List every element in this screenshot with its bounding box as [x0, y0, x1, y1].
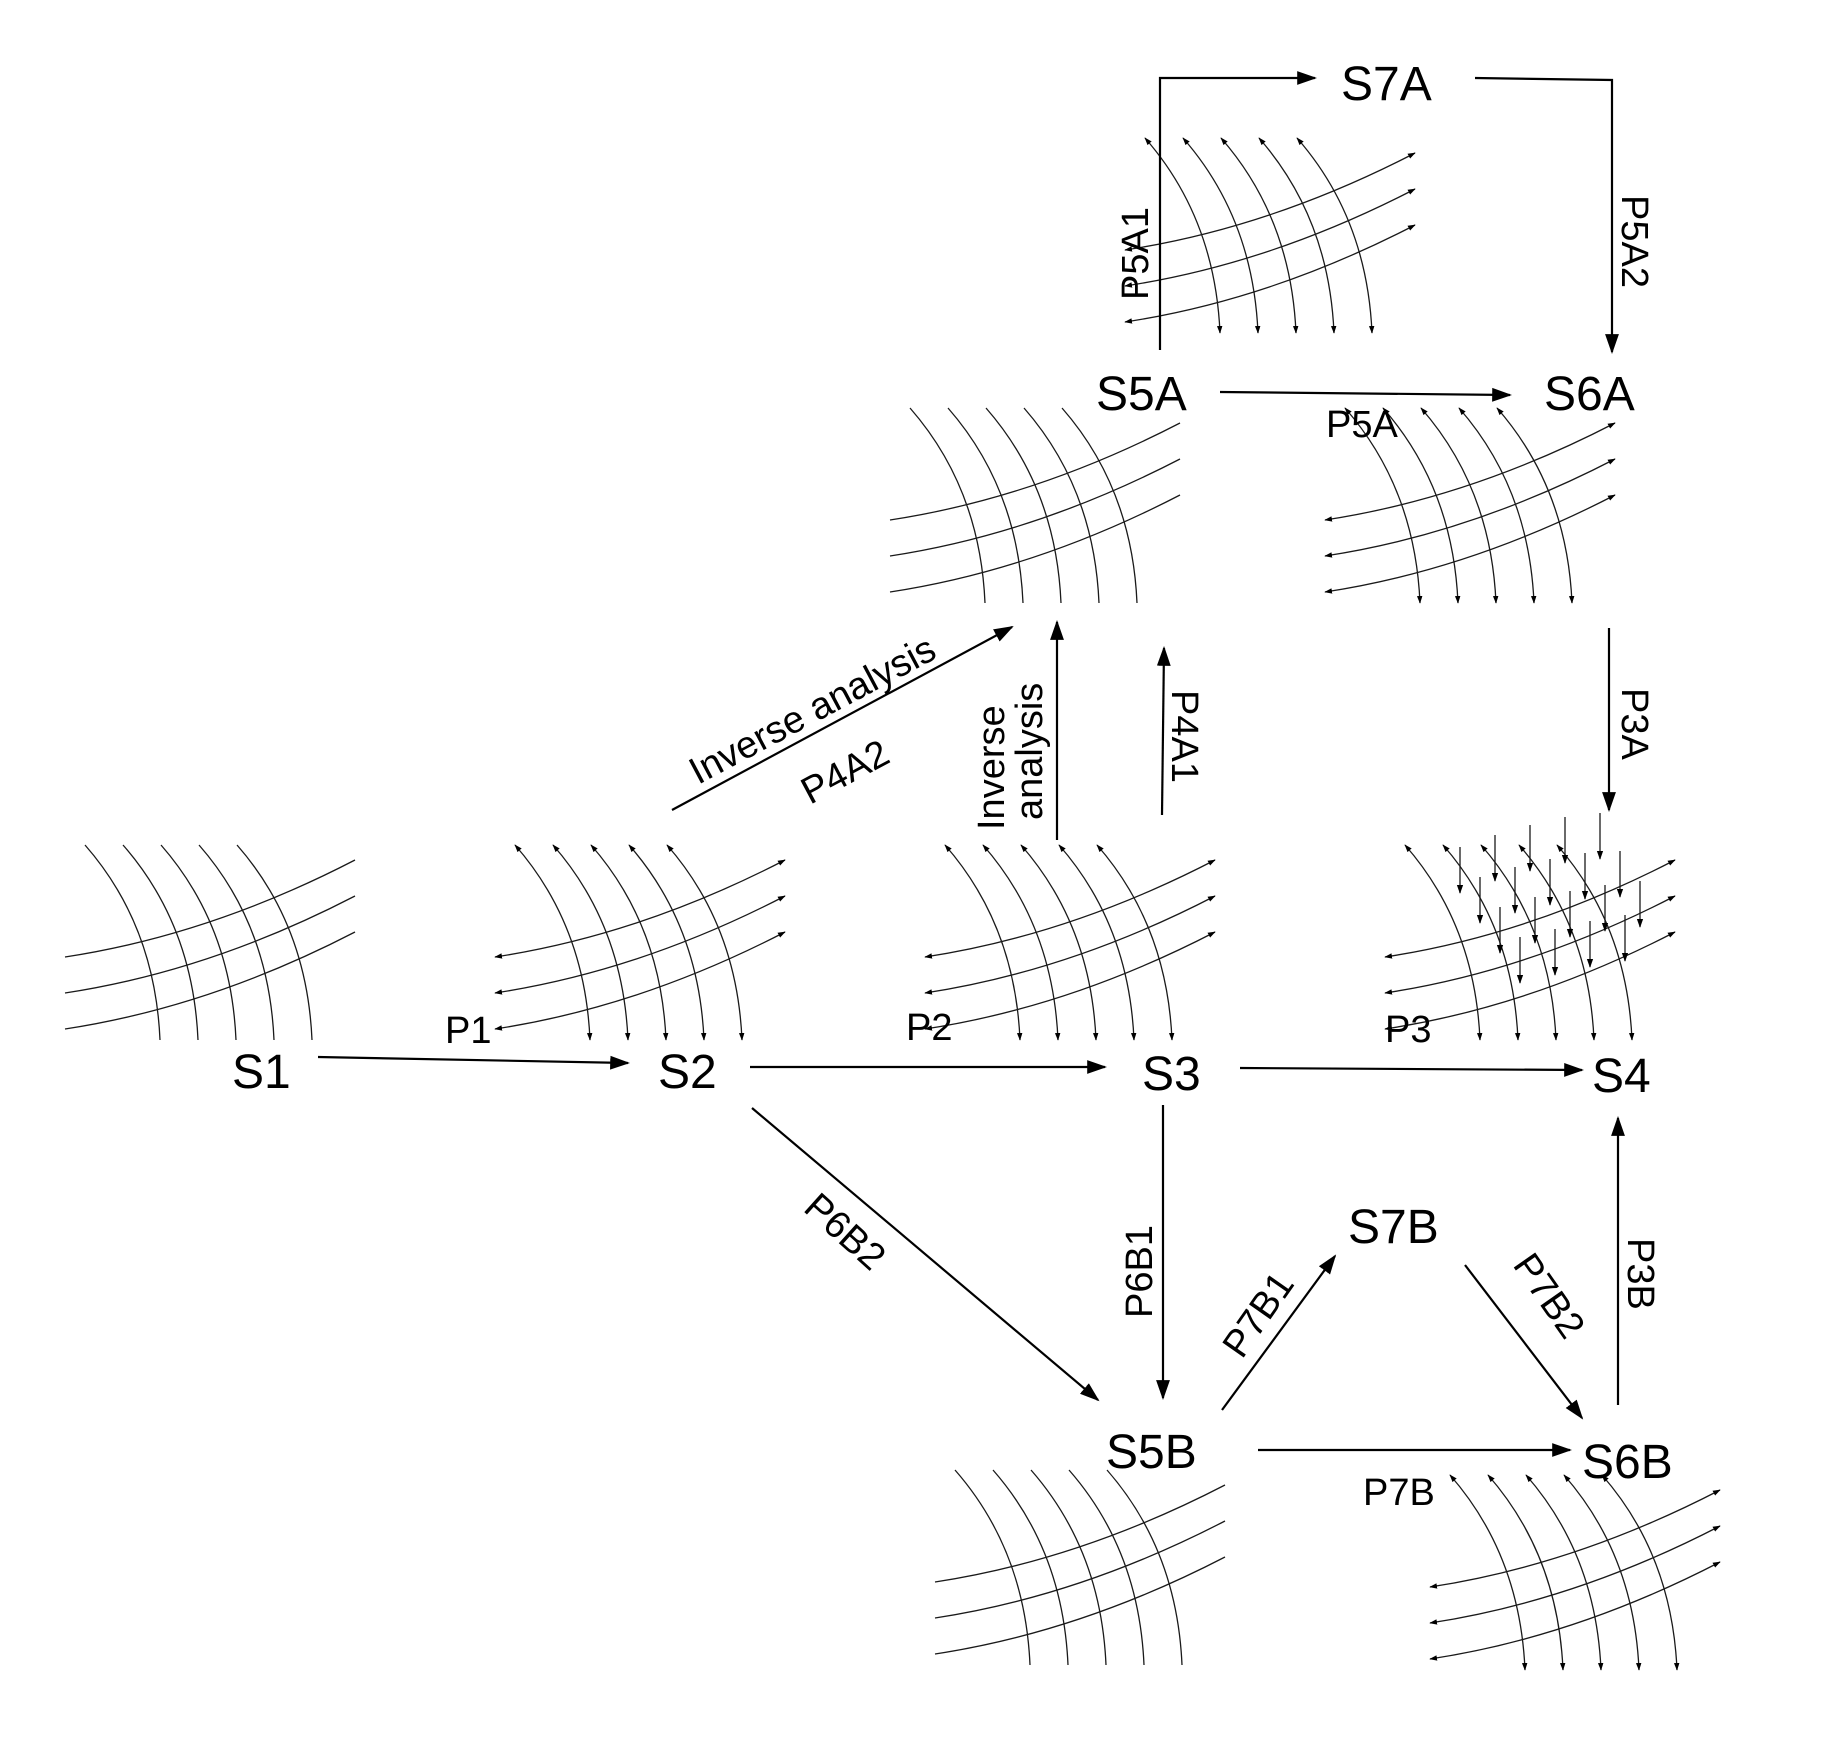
state-s2: S2	[658, 1046, 717, 1099]
label-p7b: P7B	[1363, 1472, 1435, 1514]
arrow-p7b1	[1221, 1254, 1337, 1411]
state-s6a: S6A	[1544, 368, 1635, 421]
grid-s6b	[1429, 1474, 1721, 1671]
arrow-p6b2	[751, 1107, 1100, 1402]
label-p5a1: P5A1	[1115, 207, 1157, 300]
label-p1: P1	[445, 1010, 491, 1052]
label-p4a2: P4A2	[795, 732, 897, 813]
label-p5a2: P5A2	[1613, 195, 1655, 288]
state-s3: S3	[1142, 1048, 1201, 1101]
label-p3: P3	[1385, 1009, 1431, 1051]
state-labels: S1 S2 S3 S4 S5A S6A S7A S5B S6B S7B	[232, 58, 1673, 1489]
state-s6b: S6B	[1582, 1436, 1673, 1489]
arrow-p4a2	[671, 626, 1014, 811]
label-p6b1: P6B1	[1119, 1225, 1161, 1318]
label-p6b2: P6B2	[796, 1185, 893, 1278]
label-p3b: P3B	[1619, 1238, 1661, 1310]
grid-s6a	[1324, 407, 1616, 604]
label-p4a1: P4A1	[1163, 690, 1205, 783]
grid-s5b	[934, 1469, 1226, 1666]
label-inverse-vert-1: Inverse	[971, 705, 1013, 830]
arrow-p5a	[1219, 387, 1512, 402]
grid-s3	[924, 844, 1216, 1041]
state-s7b: S7B	[1348, 1201, 1439, 1254]
path-labels: P1 P2 P3 P5A P7B P5A1 P5A2 P3A P3B P4A1 …	[445, 195, 1661, 1514]
arrow-p4a1	[1156, 646, 1171, 816]
label-inverse-vert-2: analysis	[1009, 683, 1051, 820]
label-p5a: P5A	[1326, 404, 1398, 446]
arrow-p5a1	[1158, 71, 1317, 350]
state-s5b: S5B	[1106, 1426, 1197, 1479]
label-p3a: P3A	[1613, 688, 1655, 760]
grid-s5a	[889, 407, 1181, 604]
mesh-grids	[64, 137, 1721, 1671]
arrow-p7b2	[1464, 1264, 1584, 1420]
arrow-p1	[317, 1055, 630, 1070]
arrow-p3	[1239, 1062, 1584, 1077]
label-p7b2: P7B2	[1505, 1246, 1593, 1346]
grid-s1	[64, 844, 356, 1041]
label-p2: P2	[906, 1007, 952, 1049]
state-s4: S4	[1592, 1050, 1651, 1103]
grid-s2	[494, 844, 786, 1041]
arrow-p5a2	[1474, 76, 1619, 354]
grid-s7a	[1124, 137, 1416, 334]
state-s7a: S7A	[1341, 58, 1432, 111]
transition-arrows	[317, 71, 1625, 1457]
label-p7b1: P7B1	[1215, 1265, 1303, 1365]
grid-s4	[1384, 813, 1676, 1041]
state-s1: S1	[232, 1046, 291, 1099]
state-s5a: S5A	[1096, 368, 1187, 421]
